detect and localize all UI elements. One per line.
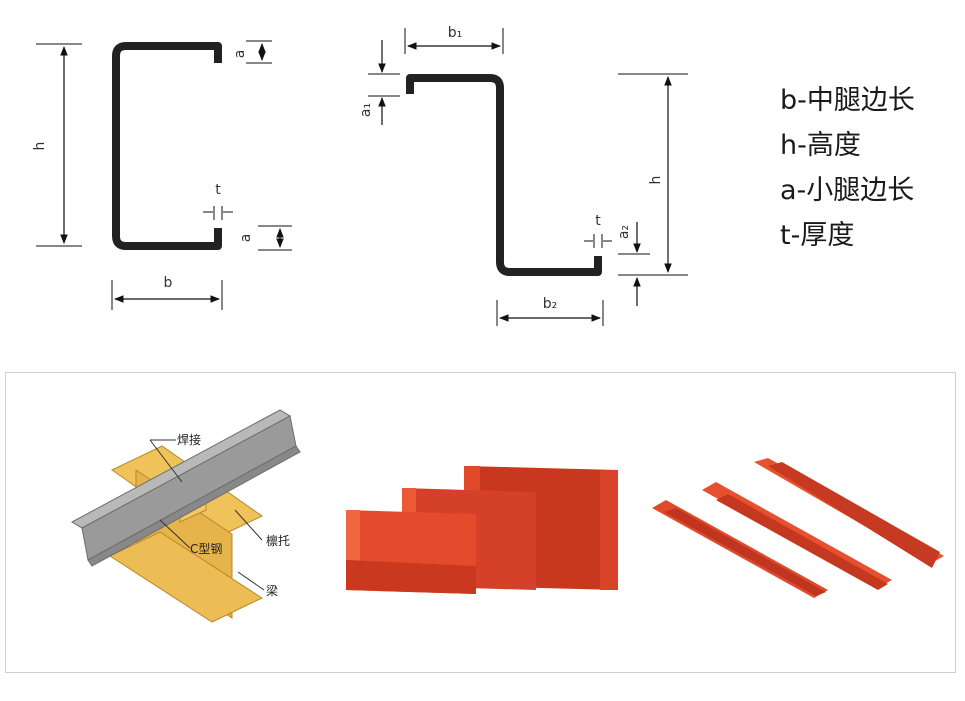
label-beam: 梁: [266, 583, 278, 598]
c-dim-b-label: b: [164, 275, 173, 291]
legend-item-t: t-厚度: [780, 220, 855, 251]
c-section-diagram: h a a t b: [32, 40, 292, 310]
purlin-bottom: [87, 445, 301, 567]
label-weld: 焊接: [177, 432, 201, 447]
assembly-illustration: 焊接 C型钢 檩托 梁: [70, 409, 301, 623]
z-dim-b2-label: b₂: [543, 296, 558, 312]
photo-strip-frame: [5, 372, 956, 673]
c-profile-shape: [112, 42, 222, 250]
beam-bottom-flange: [108, 531, 264, 623]
z-dim-a1-label: a₁: [358, 103, 374, 117]
red-z-purlins-photo: [652, 458, 944, 598]
legend-item-h: h-高度: [780, 130, 861, 161]
c-dim-a-top-label: a: [232, 50, 248, 59]
label-c-steel: C型钢: [190, 542, 222, 556]
legend-panel: b-中腿边长 h-高度 a-小腿边长 t-厚度: [780, 78, 915, 258]
c-dim-a-bottom-label: a: [238, 234, 254, 243]
z-dim-b1-label: b₁: [448, 25, 463, 41]
z-dim-a2-label: a₂: [616, 225, 632, 239]
c-dim-t-label: t: [215, 182, 221, 198]
z-dim-t-label: t: [595, 213, 601, 229]
label-purlin-support: 檩托: [266, 533, 290, 548]
z-section-diagram: b₁ a₁ h a₂ t b₂: [358, 25, 688, 326]
legend-item-a: a-小腿边长: [780, 175, 915, 206]
legend-item-b: b-中腿边长: [780, 85, 915, 116]
z-dim-h-label: h: [648, 176, 664, 185]
c-dim-h-label: h: [32, 142, 48, 151]
red-c-channels-photo: [346, 466, 618, 594]
z-profile-shape: [406, 74, 602, 276]
